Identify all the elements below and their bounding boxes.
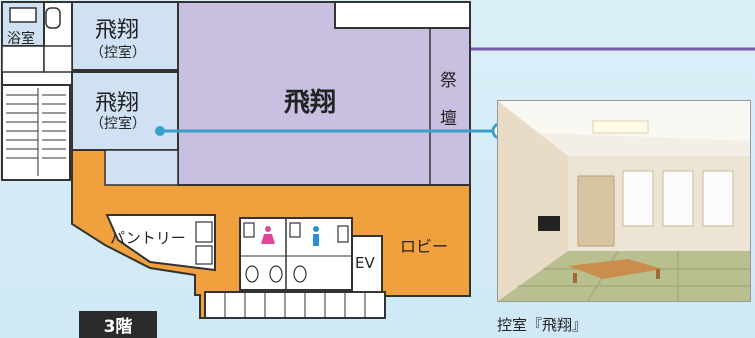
altar-label-1: 祭 — [440, 71, 457, 91]
bottom-stair-steps — [224, 292, 366, 318]
main-hall-label: 飛翔 — [284, 88, 337, 118]
toilet-icon-3 — [293, 265, 307, 283]
bathtub-icon — [9, 7, 37, 23]
sink-icon — [45, 7, 61, 29]
lobby-label: ロビー — [400, 237, 449, 256]
sink-icon-f — [243, 222, 255, 238]
waiting-room-top — [71, 1, 179, 71]
closet-a — [1, 45, 45, 73]
closet-b — [43, 45, 73, 73]
hall-notch — [334, 1, 471, 29]
bath-label: 浴室 — [7, 31, 35, 47]
altar-label-2: 壇 — [440, 109, 457, 129]
waiting-room-bottom — [71, 71, 179, 151]
waiting-room-bottom-name: 飛翔 — [95, 91, 140, 116]
pantry-sink-icon — [195, 221, 213, 243]
sink-icon-m — [289, 222, 301, 238]
stairs — [1, 84, 71, 181]
waiting-room-closet — [104, 149, 179, 186]
waiting-room-top-name: 飛翔 — [95, 18, 140, 43]
elevator-label: EV — [355, 254, 375, 272]
urinal-icon — [337, 225, 349, 243]
stair-steps — [6, 88, 66, 176]
toilet-icon-1 — [245, 265, 259, 283]
bottom-stairs — [204, 291, 386, 319]
female-icon — [261, 226, 275, 244]
pantry-stove-icon — [195, 245, 213, 265]
waiting-room-top-sub: （控室） — [90, 45, 146, 61]
pantry-area — [105, 214, 216, 272]
waiting-room-bottom-sub: （控室） — [90, 116, 146, 132]
waiting-room-photo — [497, 100, 751, 302]
toilet-icon-2 — [269, 265, 283, 283]
pantry-label: パントリー — [110, 229, 186, 247]
floor-badge: 3階 — [79, 311, 157, 338]
photo-caption: 控室『飛翔』 — [497, 316, 588, 334]
main-hall-area — [177, 1, 471, 186]
room-connector-dot — [155, 126, 165, 136]
male-icon — [313, 226, 319, 246]
